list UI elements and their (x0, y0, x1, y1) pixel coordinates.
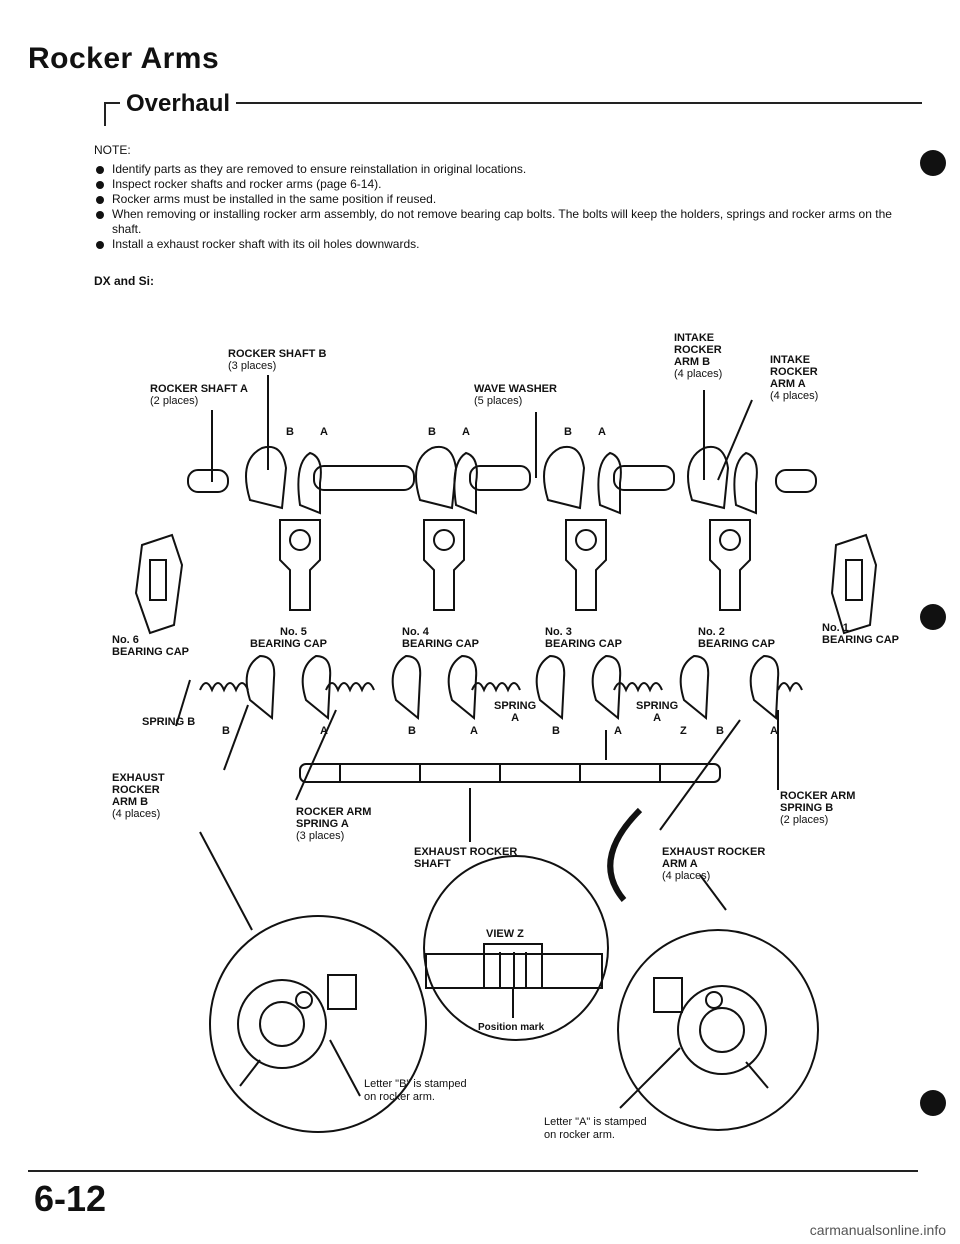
page-number: 6-12 (34, 1178, 107, 1219)
header-rule-tick (104, 102, 106, 126)
watermark: carmanualsonline.info (809, 1222, 946, 1238)
label-rocker-arm-spring-b: ROCKER ARM SPRING B (2 places) (780, 790, 856, 826)
variant-label: DX and Si: (94, 274, 155, 288)
note-item: When removing or installing rocker arm a… (94, 207, 924, 237)
label-view-z: VIEW Z (486, 928, 524, 940)
letter-a: A (470, 725, 478, 737)
letter-b: B (716, 725, 724, 737)
label-spring-b: SPRING B (142, 716, 196, 728)
letter-b: B (552, 725, 560, 737)
note-item: Install a exhaust rocker shaft with its … (94, 237, 924, 252)
notes-list: Identify parts as they are removed to en… (94, 162, 924, 252)
label-rocker-shaft-b: ROCKER SHAFT B (3 places) (228, 348, 327, 372)
label-rocker-arm-spring-a: ROCKER ARM SPRING A (3 places) (296, 806, 372, 842)
letter-a: A (320, 426, 328, 438)
label-exhaust-rocker-shaft: EXHAUST ROCKER SHAFT (414, 846, 518, 870)
note-item: Rocker arms must be installed in the sam… (94, 192, 924, 207)
binder-dot (920, 150, 946, 176)
letter-a: A (598, 426, 606, 438)
header-rule (104, 102, 922, 104)
letter-a: A (320, 725, 328, 737)
note-item: Inspect rocker shafts and rocker arms (p… (94, 177, 924, 192)
label-intake-rocker-arm-a: INTAKE ROCKER ARM A (4 places) (770, 354, 819, 402)
binder-dot (920, 1090, 946, 1116)
notes-heading: NOTE: (94, 143, 131, 157)
letter-a: A (614, 725, 622, 737)
letter-b: B (564, 426, 572, 438)
notes-block: NOTE: Identify parts as they are removed… (94, 143, 924, 252)
letter-b: B (286, 426, 294, 438)
label-position-mark: Position mark (478, 1022, 545, 1033)
note-item: Identify parts as they are removed to en… (94, 162, 924, 177)
letter-b: B (428, 426, 436, 438)
binder-dot (920, 604, 946, 630)
label-exhaust-rocker-arm-a: EXHAUST ROCKER ARM A (4 places) (662, 846, 766, 882)
label-intake-rocker-arm-b: INTAKE ROCKER ARM B (4 places) (674, 332, 723, 380)
footer-rule (28, 1170, 918, 1172)
letter-b: B (408, 725, 416, 737)
letter-b: B (222, 725, 230, 737)
label-rocker-shaft-a: ROCKER SHAFT A (2 places) (150, 383, 248, 407)
letter-a: A (462, 426, 470, 438)
letter-z: Z (680, 725, 687, 737)
section-subtitle: Overhaul (120, 90, 237, 118)
label-exhaust-rocker-arm-b: EXHAUST ROCKER ARM B (4 places) (112, 772, 165, 820)
label-wave-washer: WAVE WASHER (5 places) (474, 383, 557, 407)
letter-a: A (770, 725, 778, 737)
page-title: Rocker Arms (28, 42, 220, 75)
